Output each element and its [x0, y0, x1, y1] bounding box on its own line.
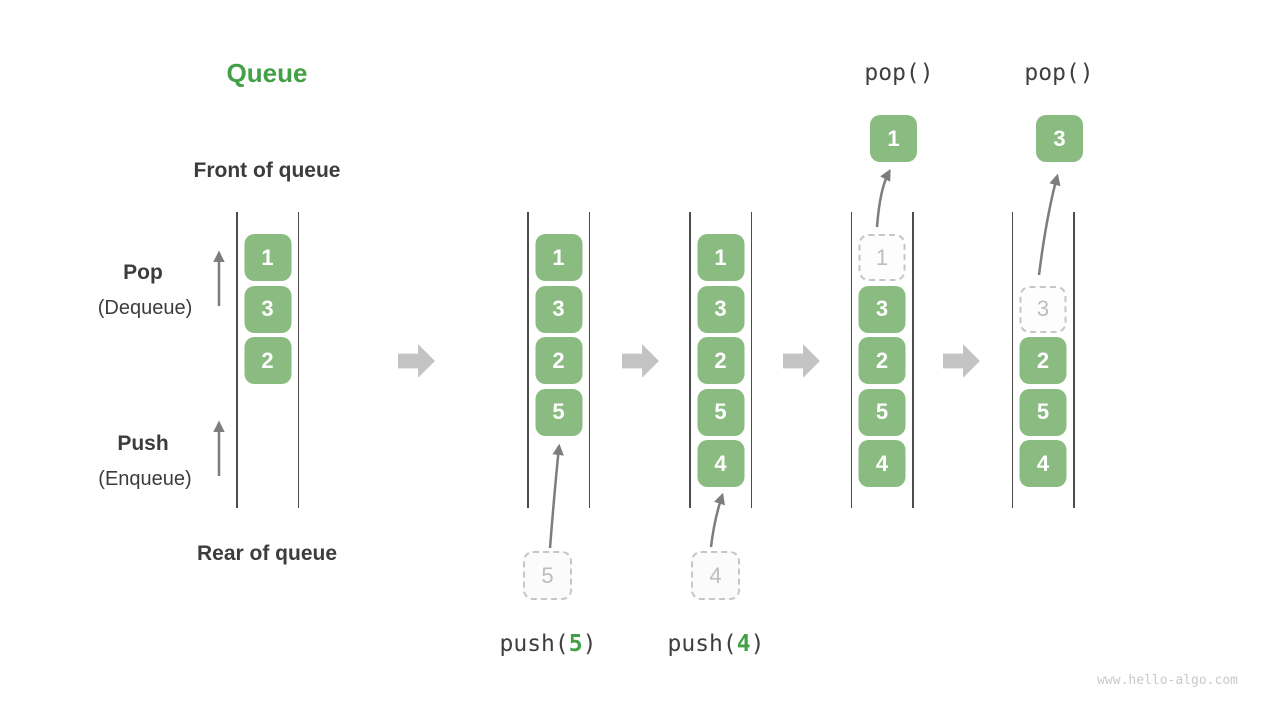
front-of-queue-label: Front of queue: [193, 159, 341, 182]
queue-item: 1: [535, 234, 582, 281]
queue-item: 1: [697, 234, 744, 281]
queue-wall: [850, 212, 852, 508]
queue-item: 3: [244, 285, 291, 333]
queue-wall: [1073, 212, 1075, 508]
diagram-title: Queue: [226, 58, 308, 88]
queue-item: 4: [697, 440, 744, 487]
step-arrow-icon: [398, 344, 435, 378]
push-sublabel: (Enqueue): [98, 468, 192, 490]
queue-item: 4: [1019, 440, 1067, 487]
queue-item: 1: [244, 234, 291, 281]
queue-item: 5: [535, 388, 582, 436]
queue-item: 2: [697, 337, 744, 384]
queue-item: 3: [697, 285, 744, 333]
rear-of-queue-label: Rear of queue: [196, 542, 338, 565]
queue-wall: [689, 212, 691, 508]
push-op-arg: 5: [568, 631, 583, 657]
staged-value-box: 5: [523, 551, 572, 600]
pop-op-label-1: pop(): [864, 60, 934, 86]
staged-value-box: 4: [691, 551, 740, 600]
push-op-prefix: push(: [499, 631, 569, 657]
pop-sublabel: (Dequeue): [97, 297, 193, 319]
queue-item: 3: [535, 285, 582, 333]
queue-wall: [297, 212, 299, 508]
queue-item: 2: [1019, 337, 1067, 384]
step-arrow-icon: [943, 344, 980, 378]
queue-wall: [1011, 212, 1013, 508]
push-op-prefix: push(: [667, 631, 737, 657]
queue-item: 5: [858, 388, 906, 436]
queue-item: 3: [858, 285, 906, 333]
queue-item: 2: [535, 337, 582, 384]
queue-item-ghost: 1: [858, 234, 906, 281]
pop-label: Pop: [123, 261, 163, 284]
push-op-suffix: ): [582, 631, 597, 657]
queue-wall: [912, 212, 914, 508]
push-op-label-2: push(4): [668, 631, 765, 657]
pop-op-label-2: pop(): [1024, 60, 1094, 86]
queue-item: 5: [697, 388, 744, 436]
step-arrow-icon: [783, 344, 820, 378]
queue-item: 2: [244, 337, 291, 384]
queue-wall: [527, 212, 529, 508]
push-op-label-1: push(5): [500, 631, 597, 657]
push-op-arg: 4: [736, 631, 751, 657]
queue-item: 4: [858, 440, 906, 487]
queue-item: 2: [858, 337, 906, 384]
queue-wall: [236, 212, 238, 508]
queue-wall: [588, 212, 590, 508]
popped-value-box: 3: [1036, 115, 1083, 162]
push-op-suffix: ): [750, 631, 765, 657]
watermark: www.hello-algo.com: [1097, 673, 1238, 688]
queue-item: 5: [1019, 388, 1067, 436]
step-arrow-icon: [622, 344, 659, 378]
push-label: Push: [117, 432, 169, 455]
popped-value-box: 1: [870, 115, 917, 162]
queue-item-ghost: 3: [1019, 285, 1067, 333]
queue-wall: [750, 212, 752, 508]
